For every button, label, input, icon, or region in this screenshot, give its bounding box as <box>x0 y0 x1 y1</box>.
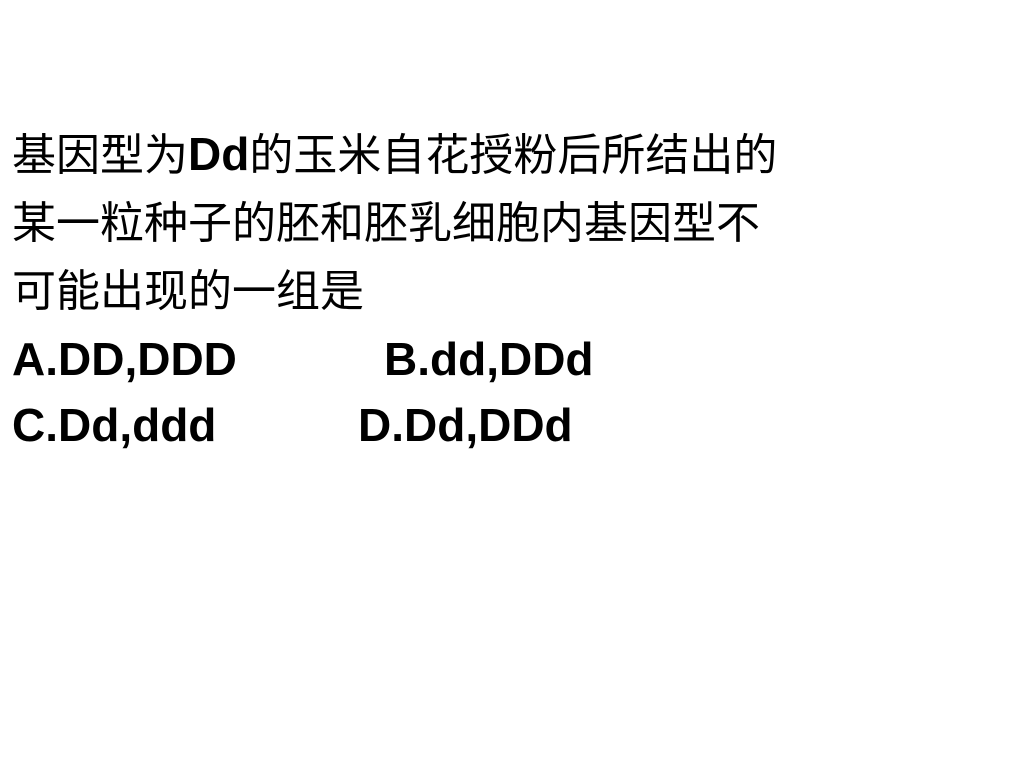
question-line-3: 可能出现的一组是 <box>12 266 364 317</box>
option-c: C.Dd,ddd <box>12 399 217 451</box>
genotype-label: Dd <box>188 128 250 180</box>
options-row-1: A.DD,DDD B.dd,DDd <box>12 326 1012 392</box>
option-b: B.dd,DDd <box>384 333 594 385</box>
question-text-start: 基因型为 <box>12 130 188 181</box>
option-d: D.Dd,DDd <box>358 399 573 451</box>
question-line-2: 某一粒种子的胚和胚乳细胞内基因型不 <box>12 198 760 249</box>
options-row-2: C.Dd,ddd D.Dd,DDd <box>12 392 1012 458</box>
question-line-1: 基因型为Dd的玉米自花授粉后所结出的 <box>12 120 1012 190</box>
question-block: 基因型为Dd的玉米自花授粉后所结出的 某一粒种子的胚和胚乳细胞内基因型不 可能出… <box>12 120 1012 458</box>
option-a: A.DD,DDD <box>12 333 237 385</box>
question-text-end: 的玉米自花授粉后所结出的 <box>249 130 778 181</box>
